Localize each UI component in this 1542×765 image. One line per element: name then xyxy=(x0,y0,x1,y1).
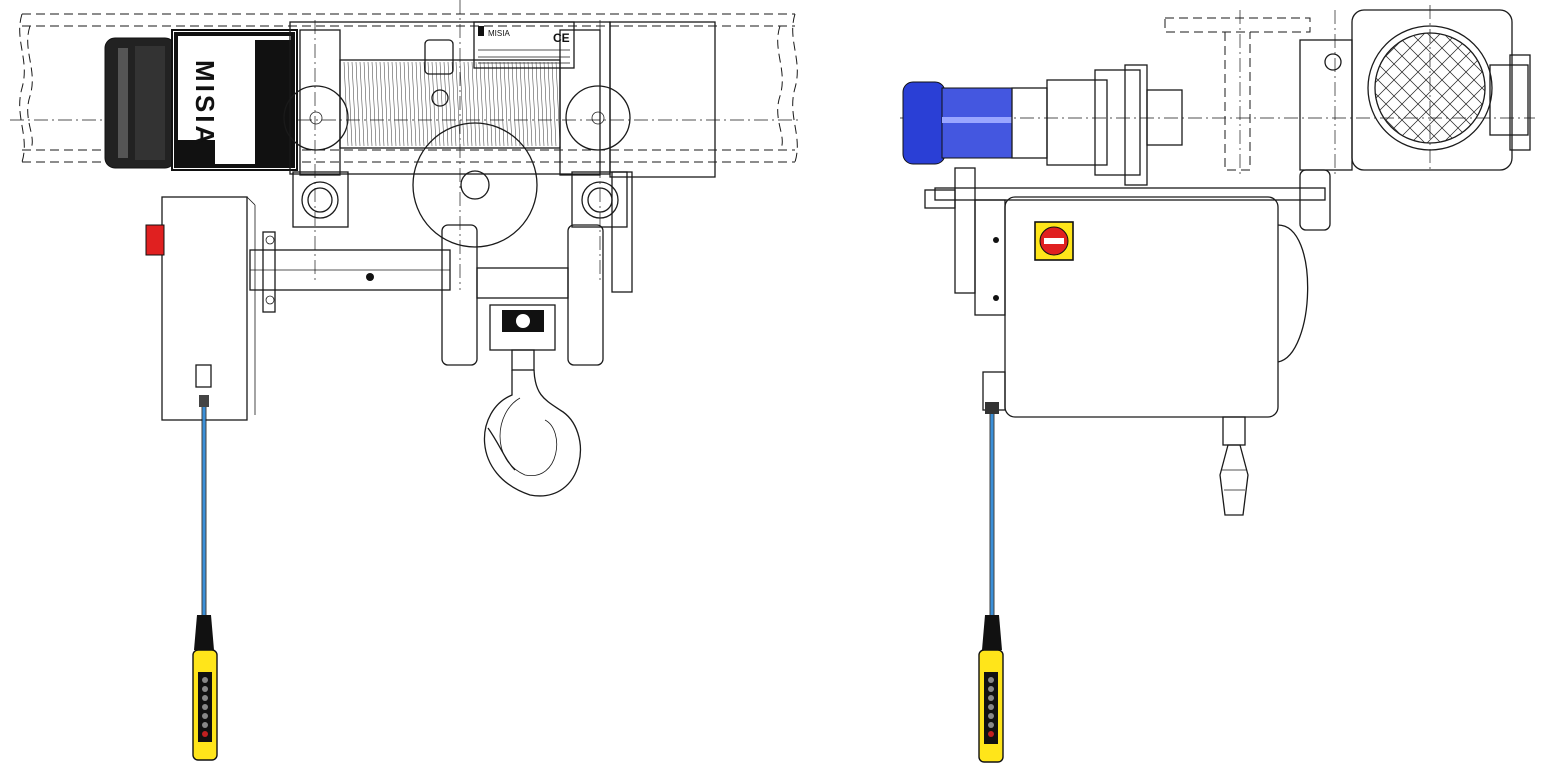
pendant-control xyxy=(192,615,218,761)
rope-drum xyxy=(339,59,561,149)
cross-beam xyxy=(249,231,451,313)
motor-brand-label: MISIA xyxy=(190,60,220,147)
front-view: MISIA MISIA CE xyxy=(10,0,800,761)
pendant-button xyxy=(202,713,208,719)
pendant-button xyxy=(202,722,208,728)
electrical-cabinet xyxy=(982,196,1309,418)
support-wheels xyxy=(292,171,633,293)
crane-hook xyxy=(483,369,581,497)
pendant-button xyxy=(988,677,994,683)
side-pendant-control xyxy=(978,615,1004,763)
mounting-flange xyxy=(924,167,1006,316)
control-box xyxy=(145,196,256,421)
pendant-button xyxy=(988,686,994,692)
pendant-cable xyxy=(201,407,207,615)
pendant-button xyxy=(202,677,208,683)
pendant-button xyxy=(202,695,208,701)
trolley-wheel-housing xyxy=(1299,9,1531,171)
side-view xyxy=(900,5,1535,763)
travel-motor xyxy=(902,64,1183,186)
pendant-button xyxy=(988,731,994,737)
emergency-stop-button xyxy=(145,224,165,256)
pendant-button xyxy=(988,704,994,710)
drum-frame xyxy=(283,21,716,178)
pendant-button xyxy=(202,686,208,692)
pendant-button xyxy=(202,704,208,710)
pendant-button xyxy=(988,722,994,728)
hoist-motor: MISIA xyxy=(104,29,298,171)
pendant-button xyxy=(988,713,994,719)
ce-mark: CE xyxy=(553,31,570,45)
side-pendant-cable xyxy=(985,402,999,615)
pendant-button xyxy=(988,695,994,701)
pendant-button xyxy=(202,731,208,737)
hook-block xyxy=(441,224,604,497)
nameplate-brand: MISIA xyxy=(488,29,510,38)
side-hook xyxy=(1219,416,1249,516)
nameplate: MISIA CE xyxy=(473,21,575,69)
